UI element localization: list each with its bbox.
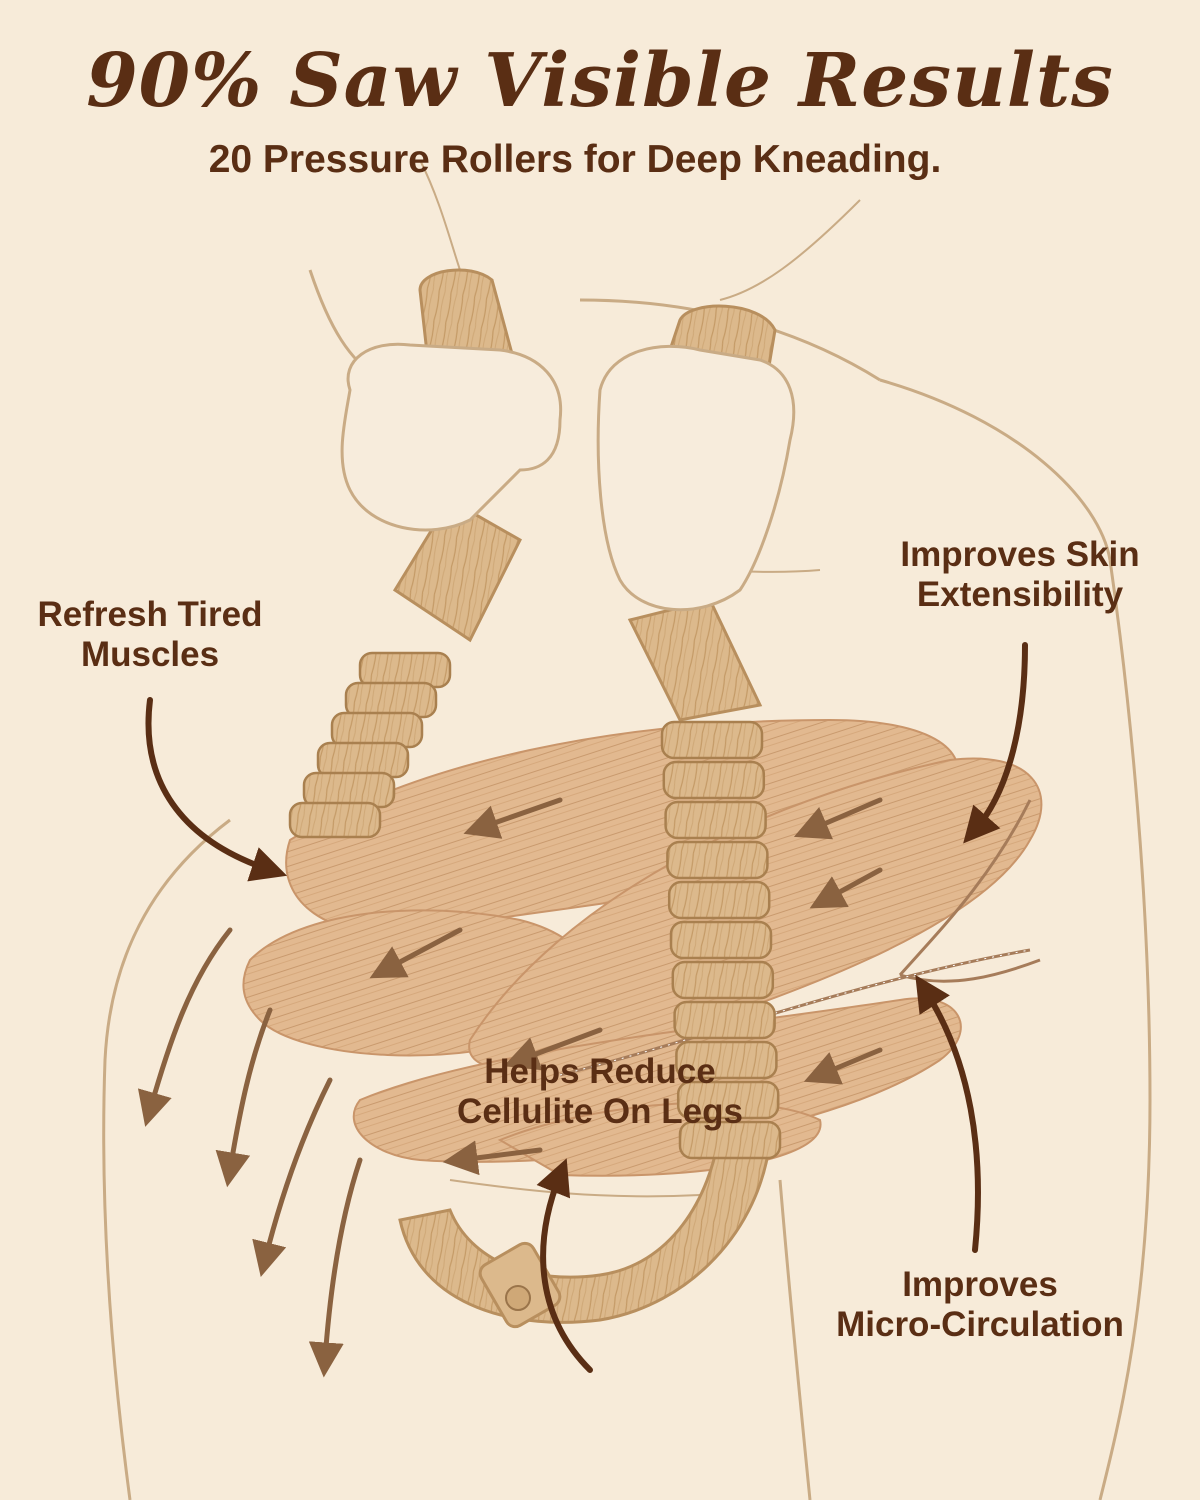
- callout-line: Micro-Circulation: [836, 1305, 1124, 1344]
- roller-bead: [660, 720, 764, 760]
- roller-bead: [669, 920, 773, 960]
- roller-bead: [675, 1040, 778, 1080]
- headline: 90% Saw Visible Results: [86, 38, 1114, 124]
- callout-line: Refresh Tired: [37, 595, 263, 634]
- callout-line: Muscles: [80, 635, 220, 674]
- roller-bead: [676, 1080, 780, 1120]
- roller-chain-left: [288, 651, 452, 839]
- roller-chain-right: [660, 720, 782, 1160]
- roller-bead: [666, 840, 769, 880]
- roller-bead: [664, 800, 767, 840]
- callout-reduce-cellulite: Helps Reduce Cellulite On Legs: [420, 1052, 780, 1132]
- callout-line: Cellulite On Legs: [457, 1092, 743, 1131]
- callout-refresh-muscles: Refresh Tired Muscles: [20, 595, 280, 675]
- roller-bead: [667, 880, 771, 920]
- roller-bead: [671, 960, 775, 1000]
- callout-skin-extensibility: Improves Skin Extensibility: [870, 535, 1170, 615]
- callout-line: Extensibility: [916, 575, 1124, 614]
- callout-micro-circulation: Improves Micro-Circulation: [800, 1265, 1160, 1345]
- subheadline: 20 Pressure Rollers for Deep Kneading.: [208, 138, 942, 181]
- roller-bead: [673, 1000, 776, 1040]
- callout-line: Improves: [902, 1265, 1058, 1304]
- tool-hinge: [505, 1285, 531, 1311]
- body-outline: [102, 159, 1152, 1500]
- flow-arrows: [137, 797, 883, 1378]
- roller-bead: [662, 760, 766, 800]
- roller-bead: [288, 801, 382, 839]
- callout-line: Improves Skin: [900, 535, 1140, 574]
- hands: [340, 342, 796, 612]
- muscle-fibers: [242, 718, 1043, 1177]
- roller-bead: [678, 1120, 782, 1160]
- callout-line: Helps Reduce: [484, 1052, 716, 1091]
- callout-arrows: [145, 642, 1028, 1373]
